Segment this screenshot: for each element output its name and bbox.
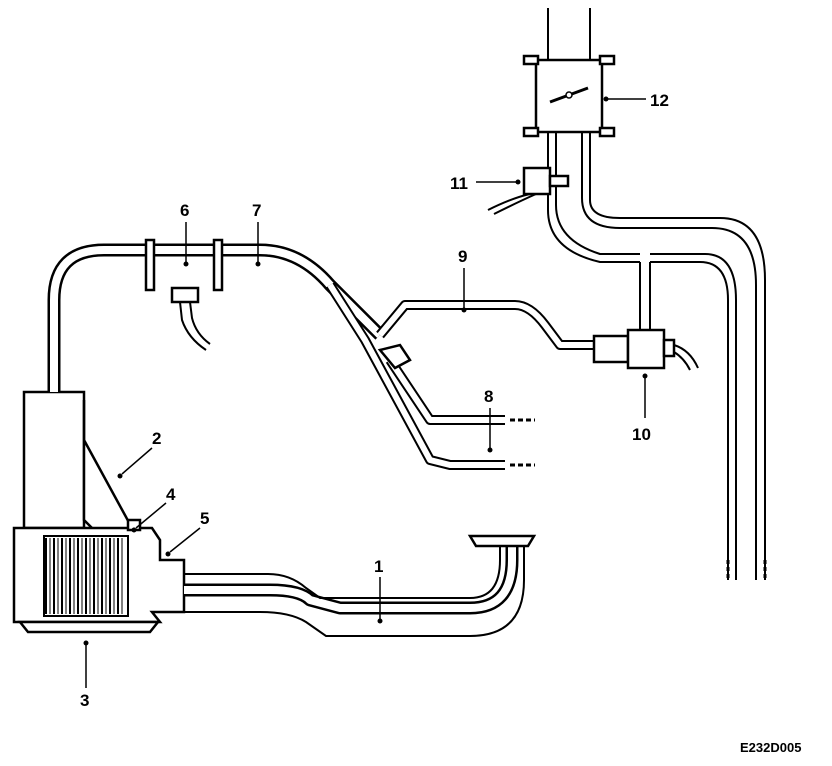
callout-label-6: 6 (180, 201, 189, 220)
callout-label-5: 5 (200, 509, 209, 528)
outlet-pipe-1 (184, 534, 537, 637)
callout-label-10: 10 (632, 425, 651, 444)
callout-5: 5 (165, 509, 209, 557)
callout-label-4: 4 (166, 485, 176, 504)
figure-reference: E232D005 (740, 740, 801, 755)
callout-10: 10 (632, 373, 651, 444)
air-filter-housing (12, 390, 186, 634)
hose-9 (376, 300, 598, 350)
callout-1: 1 (374, 557, 383, 624)
callout-label-3: 3 (80, 691, 89, 710)
callout-6: 6 (180, 201, 189, 267)
callout-label-7: 7 (252, 201, 261, 220)
filter-element (45, 538, 123, 614)
callout-12: 12 (603, 91, 669, 110)
callout-3: 3 (80, 640, 89, 710)
intake-temperature-sensor (170, 286, 211, 351)
callout-7: 7 (252, 201, 261, 267)
callout-2: 2 (117, 429, 161, 479)
callout-label-2: 2 (152, 429, 161, 448)
sensor-11 (487, 166, 570, 215)
callout-9: 9 (458, 247, 467, 313)
callout-label-8: 8 (484, 387, 493, 406)
callout-label-11: 11 (450, 174, 468, 193)
callout-8: 8 (484, 387, 493, 453)
right-intake-pipe (522, 8, 767, 580)
callout-11: 11 (450, 174, 521, 193)
callout-4: 4 (131, 485, 176, 533)
callout-label-9: 9 (458, 247, 467, 266)
callout-label-1: 1 (374, 557, 383, 576)
callout-labels: 1 2 3 4 5 6 (80, 91, 669, 710)
callout-label-12: 12 (650, 91, 669, 110)
pipe-8 (325, 282, 535, 470)
valve-10 (592, 328, 699, 371)
intake-pipe-upper (47, 238, 385, 392)
